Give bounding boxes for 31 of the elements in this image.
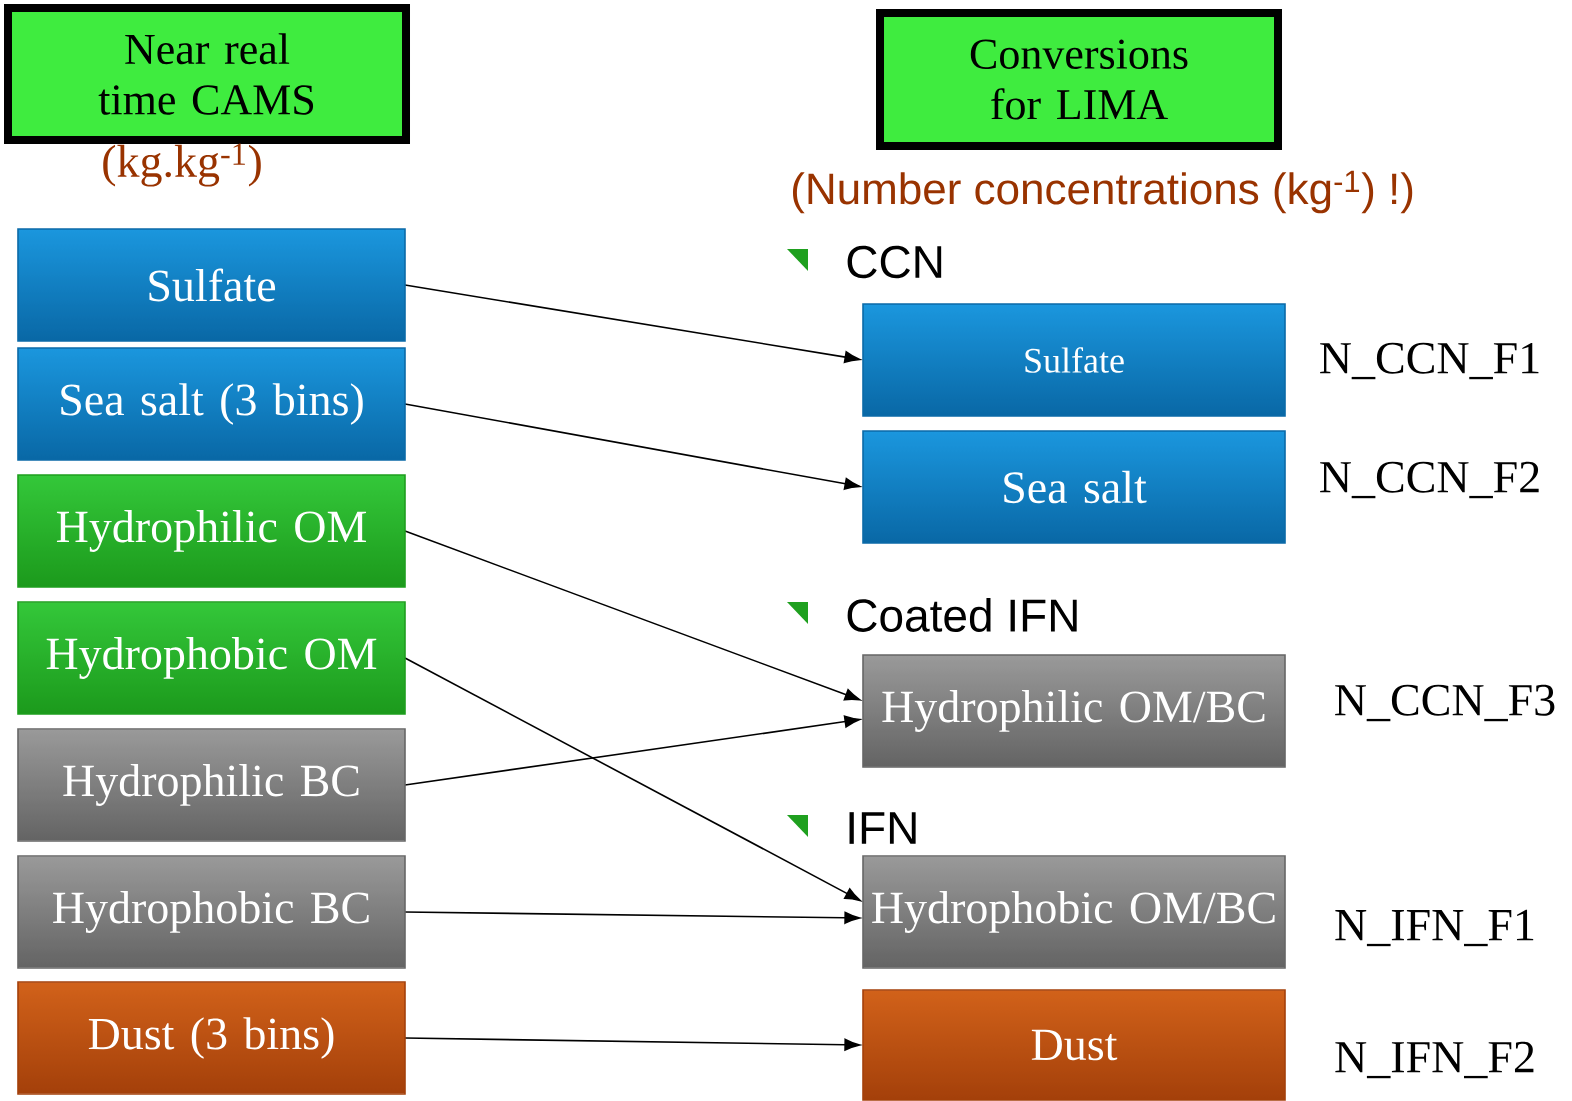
arrow bbox=[404, 403, 861, 490]
arrow bbox=[404, 715, 861, 786]
title-box: Near real time CAMS bbox=[4, 4, 410, 144]
aerosol-box: Hydrophobic BC bbox=[17, 855, 406, 969]
variable-name: N_IFN_F2 bbox=[1335, 1041, 1534, 1079]
variable-name: N_CCN_F2 bbox=[1320, 461, 1539, 499]
arrow bbox=[404, 530, 861, 701]
aerosol-box: Hydrophobic OM/BC bbox=[862, 855, 1286, 969]
aerosol-box: Dust (3 bins) bbox=[17, 981, 406, 1095]
aerosol-box: Sea salt (3 bins) bbox=[17, 347, 406, 461]
variable-name: N_IFN_F1 bbox=[1335, 909, 1534, 947]
aerosol-box: Hydrophilic BC bbox=[17, 728, 406, 842]
unit-label: (kg.kg$^{-1}$) bbox=[103, 143, 261, 187]
title-box: Conversions for LIMA bbox=[876, 9, 1282, 150]
aerosol-box: Sulfate bbox=[862, 303, 1286, 417]
unit-note: (Number concentrations (kg$^{-1}$) !) bbox=[793, 170, 1413, 214]
variable-name: N_CCN_F3 bbox=[1335, 684, 1555, 722]
aerosol-box: Hydrophilic OM bbox=[17, 474, 406, 588]
heading: CCN bbox=[847, 245, 942, 279]
variable-name: N_CCN_F1 bbox=[1320, 342, 1539, 380]
aerosol-box: Dust bbox=[862, 989, 1286, 1101]
arrow bbox=[404, 911, 861, 924]
heading: Coated IFN bbox=[847, 598, 1077, 632]
aerosol-box: Hydrophilic OM/BC bbox=[862, 654, 1286, 768]
aerosol-box: Hydrophobic OM bbox=[17, 601, 406, 715]
aerosol-box: Sea salt bbox=[862, 430, 1286, 544]
heading: IFN bbox=[849, 812, 916, 844]
arrow bbox=[404, 657, 861, 902]
arrow bbox=[404, 284, 861, 364]
aerosol-box: Sulfate bbox=[17, 228, 406, 342]
arrow bbox=[404, 1037, 861, 1051]
